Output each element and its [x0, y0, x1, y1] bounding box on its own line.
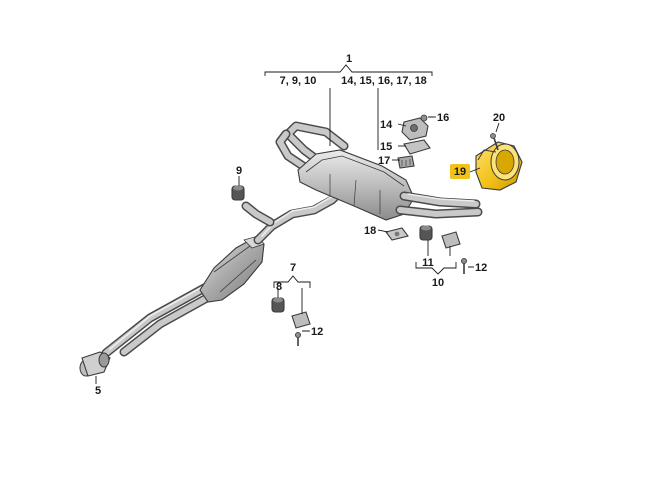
rubber-mount-part-8[interactable] [271, 297, 285, 313]
label-11[interactable]: 11 [422, 257, 434, 269]
label-5[interactable]: 5 [95, 385, 101, 397]
bracket-lower-part-7[interactable] [291, 311, 311, 329]
rubber-mount-part-11[interactable] [419, 225, 433, 241]
rear-outlet-pipes [395, 191, 483, 219]
label-group-right: 14, 15, 16, 17, 18 [341, 75, 427, 87]
clamp-part-15[interactable] [403, 139, 431, 155]
bracket-part-14[interactable] [401, 117, 429, 141]
label-1[interactable]: 1 [346, 53, 352, 65]
screw-part-12-right[interactable] [460, 257, 467, 274]
label-18[interactable]: 18 [364, 225, 376, 237]
label-15[interactable]: 15 [380, 141, 392, 153]
label-dashes [302, 116, 473, 332]
catalytic-converter [199, 235, 265, 303]
label-10[interactable]: 10 [432, 277, 444, 289]
label-19-highlight[interactable]: 19 [450, 164, 470, 179]
label-7[interactable]: 7 [290, 262, 296, 274]
rubber-mount-part-9[interactable] [231, 185, 245, 201]
label-9[interactable]: 9 [236, 165, 242, 177]
label-20[interactable]: 20 [493, 112, 505, 124]
label-14[interactable]: 14 [380, 119, 393, 131]
clamp-part-5[interactable] [79, 351, 111, 377]
clamp-part-18[interactable] [385, 227, 409, 241]
label-12-right[interactable]: 12 [475, 262, 487, 274]
exhaust-tip-part-19[interactable] [475, 141, 523, 191]
label-group-left: 7, 9, 10 [280, 75, 317, 87]
rubber-mount-part-17[interactable] [397, 155, 415, 169]
label-8[interactable]: 8 [276, 281, 282, 293]
label-19: 19 [454, 166, 466, 178]
rear-silencer [297, 149, 415, 221]
rear-inlet-pipes [275, 121, 349, 173]
exhaust-pipe-assembly [101, 121, 483, 358]
label-17[interactable]: 17 [378, 155, 390, 167]
screw-part-20[interactable] [490, 133, 499, 151]
label-12-lower[interactable]: 12 [311, 326, 323, 338]
nut-part-16[interactable] [420, 114, 428, 122]
bracket-right-part-10[interactable] [441, 231, 461, 249]
leader-lines [95, 64, 500, 384]
front-pipe-section [101, 281, 219, 358]
label-16[interactable]: 16 [437, 112, 449, 124]
screw-part-12-lower[interactable] [294, 331, 301, 346]
part-labels: 1 7, 9, 10 14, 15, 16, 17, 18 20 16 14 1… [95, 53, 505, 397]
